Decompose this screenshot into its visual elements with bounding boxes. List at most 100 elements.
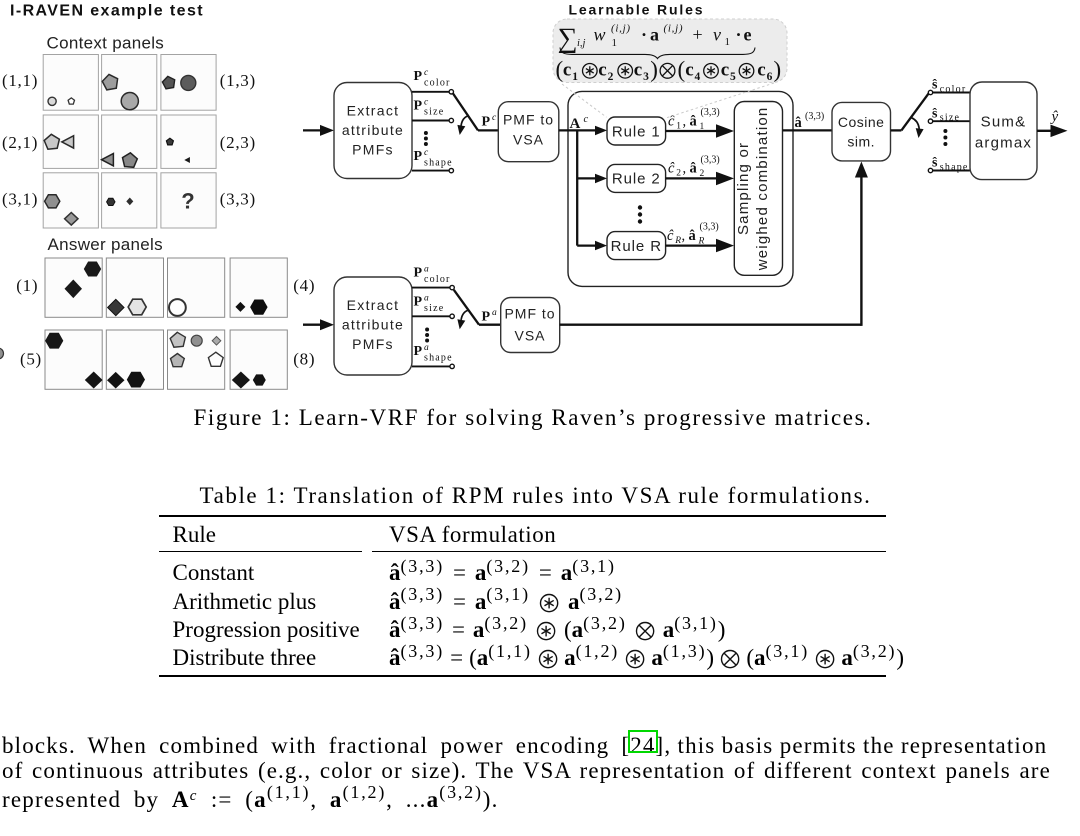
- svg-text:(1,1): (1,1): [2, 71, 38, 90]
- svg-text:size: size: [424, 303, 444, 314]
- svg-text:PMFs: PMFs: [352, 336, 394, 352]
- svg-text:(2,3): (2,3): [220, 133, 256, 152]
- svg-text:): ): [774, 57, 782, 82]
- svg-text:c: c: [634, 60, 642, 81]
- svg-text:weighed combination: weighed combination: [754, 107, 771, 272]
- svg-text:,: ,: [683, 161, 687, 177]
- svg-text:attribute: attribute: [342, 317, 404, 333]
- svg-text:(2,1): (2,1): [2, 133, 38, 152]
- svg-text:(3,3): (3,3): [700, 222, 719, 233]
- svg-text:P: P: [414, 344, 423, 359]
- svg-text:c: c: [721, 60, 729, 81]
- svg-text:Extract: Extract: [347, 103, 400, 119]
- svg-text:color: color: [424, 274, 451, 285]
- svg-text:A: A: [570, 116, 581, 132]
- svg-text:(i,j): (i,j): [664, 23, 684, 35]
- svg-text:(: (: [556, 57, 564, 82]
- svg-text:â: â: [795, 115, 803, 131]
- svg-text:shape: shape: [424, 352, 453, 363]
- svg-text:(3,1): (3,1): [2, 190, 38, 209]
- svg-text:1: 1: [725, 36, 731, 48]
- svg-text:(4): (4): [293, 276, 315, 295]
- svg-text:P: P: [414, 69, 423, 84]
- svg-text:1: 1: [700, 122, 705, 132]
- svg-text:argmax: argmax: [975, 135, 1032, 152]
- svg-text:,: ,: [682, 228, 686, 244]
- svg-text:Rule 1: Rule 1: [612, 123, 661, 140]
- svg-text:e: e: [744, 25, 752, 45]
- svg-text:size: size: [940, 113, 960, 124]
- svg-text:c: c: [424, 97, 429, 107]
- svg-text:â: â: [690, 113, 698, 129]
- svg-text:c: c: [424, 68, 429, 78]
- svg-text:c: c: [492, 113, 497, 123]
- svg-text:P: P: [482, 115, 491, 130]
- svg-text:): ): [650, 57, 658, 82]
- svg-text:PMF to: PMF to: [504, 306, 555, 322]
- svg-text:Sampling or: Sampling or: [735, 142, 752, 235]
- svg-text:(1,3): (1,3): [220, 71, 256, 90]
- svg-text:4: 4: [695, 71, 701, 83]
- svg-text:?: ?: [181, 189, 194, 214]
- svg-text:(3,3): (3,3): [805, 111, 824, 122]
- svg-text:ŝ: ŝ: [932, 78, 938, 93]
- svg-text:c: c: [757, 60, 765, 81]
- svg-text:,: ,: [683, 113, 687, 129]
- svg-text:6: 6: [767, 71, 773, 83]
- svg-text:a: a: [424, 343, 429, 353]
- svg-text:+: +: [693, 25, 703, 45]
- svg-text:·: ·: [736, 25, 742, 45]
- svg-text:P: P: [482, 310, 491, 325]
- svg-text:R: R: [674, 236, 681, 246]
- svg-text:(1): (1): [16, 276, 38, 295]
- svg-text:color: color: [940, 84, 967, 95]
- svg-text:c: c: [584, 114, 589, 125]
- svg-text:VSA: VSA: [514, 328, 545, 344]
- svg-text:c: c: [424, 148, 429, 158]
- svg-text:Rule R: Rule R: [611, 238, 662, 255]
- svg-text:ĉ: ĉ: [668, 161, 675, 177]
- svg-text:color: color: [424, 78, 451, 89]
- svg-text:2: 2: [608, 71, 614, 83]
- svg-text:P: P: [414, 149, 423, 164]
- svg-text:·: ·: [641, 25, 647, 45]
- svg-text:Rule 2: Rule 2: [612, 171, 661, 188]
- svg-text:a: a: [650, 25, 659, 45]
- svg-text:(: (: [678, 57, 686, 82]
- svg-text:(i,j): (i,j): [611, 23, 631, 35]
- svg-text:1: 1: [676, 121, 681, 131]
- svg-text:Context panels: Context panels: [47, 34, 165, 53]
- svg-text:2: 2: [676, 169, 681, 179]
- svg-text:c: c: [598, 60, 606, 81]
- svg-text:â: â: [689, 228, 697, 244]
- svg-text:2: 2: [700, 169, 705, 179]
- svg-text:ŝ: ŝ: [932, 106, 938, 121]
- svg-text:∑: ∑: [558, 23, 578, 54]
- svg-text:PMF to: PMF to: [503, 112, 554, 128]
- svg-text:Learnable Rules: Learnable Rules: [569, 2, 705, 18]
- svg-text:a: a: [424, 294, 429, 304]
- svg-text:I-RAVEN example test: I-RAVEN example test: [10, 2, 204, 19]
- svg-text:R: R: [698, 237, 705, 247]
- svg-text:(3,3): (3,3): [701, 107, 720, 118]
- svg-text:â: â: [690, 161, 698, 177]
- svg-text:Sum&: Sum&: [981, 114, 1027, 131]
- svg-text:Extract: Extract: [347, 297, 400, 313]
- svg-text:P: P: [414, 98, 423, 113]
- svg-text:ĉ: ĉ: [668, 113, 675, 129]
- svg-text:attribute: attribute: [342, 122, 404, 138]
- svg-text:a: a: [492, 308, 497, 318]
- svg-text:size: size: [424, 107, 444, 118]
- svg-text:sim.: sim.: [847, 134, 875, 150]
- svg-text:3: 3: [643, 71, 649, 83]
- svg-text:1: 1: [572, 71, 578, 83]
- svg-text:a: a: [424, 265, 429, 275]
- svg-text:VSA: VSA: [513, 132, 544, 148]
- svg-text:(3,3): (3,3): [220, 190, 256, 209]
- svg-text:P: P: [414, 295, 423, 310]
- svg-text:i,j: i,j: [577, 38, 586, 49]
- svg-text:w: w: [594, 25, 606, 45]
- svg-text:(5): (5): [20, 350, 42, 369]
- svg-text:1: 1: [612, 37, 618, 49]
- svg-text:shape: shape: [424, 158, 453, 169]
